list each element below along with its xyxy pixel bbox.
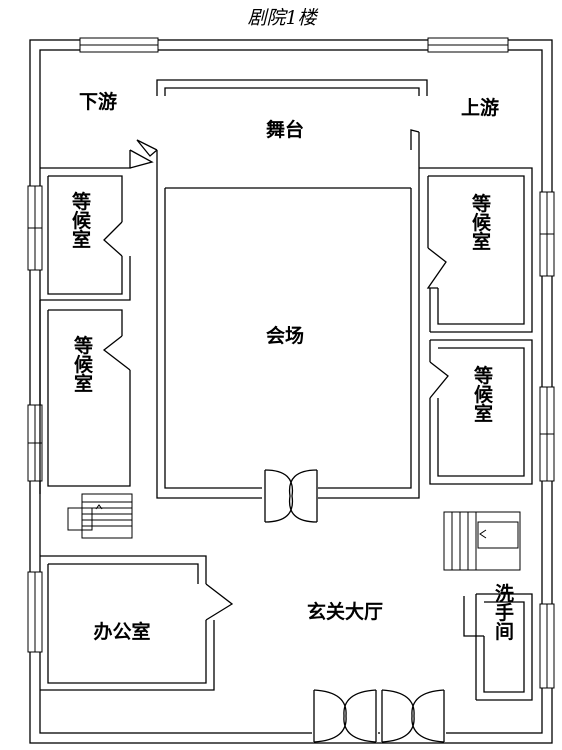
hall-walls	[136, 129, 420, 499]
waiting-room-3-walls	[419, 167, 533, 333]
restroom-walls	[463, 593, 533, 701]
office-walls	[40, 555, 234, 691]
label-lobby: 玄关大厅	[307, 600, 383, 623]
window-right-3	[539, 603, 555, 689]
label-restroom: 洗手间	[492, 582, 514, 640]
plan-title: 剧院1楼	[247, 7, 318, 29]
label-upstage-right: 上游	[461, 96, 499, 119]
label-waiting-room-2: 等候室	[71, 334, 94, 392]
waiting-room-4-walls	[429, 339, 533, 485]
entrance-door-1	[312, 688, 378, 743]
waiting-room-2-walls	[39, 300, 131, 494]
window-top-right	[427, 37, 509, 53]
window-right-1	[539, 191, 555, 277]
window-top-left	[79, 37, 159, 53]
stage-curtain	[156, 79, 428, 96]
label-hall: 会场	[266, 324, 304, 347]
label-office: 办公室	[93, 620, 150, 643]
label-waiting-room-1: 等候室	[69, 190, 92, 248]
label-downstage-left: 下游	[79, 90, 117, 113]
waiting-room-1-walls	[40, 149, 154, 301]
label-stage: 舞台	[266, 118, 304, 141]
label-waiting-room-3: 等候室	[469, 192, 492, 250]
window-right-2	[539, 386, 555, 482]
label-waiting-room-4: 等候室	[471, 364, 494, 422]
stairs-left	[67, 493, 133, 539]
entrance-door-2	[380, 688, 446, 743]
window-left-3	[27, 571, 43, 653]
window-left-2	[27, 404, 43, 482]
hall-door	[264, 469, 318, 523]
window-left-1	[27, 185, 43, 271]
stairs-right	[443, 511, 521, 571]
